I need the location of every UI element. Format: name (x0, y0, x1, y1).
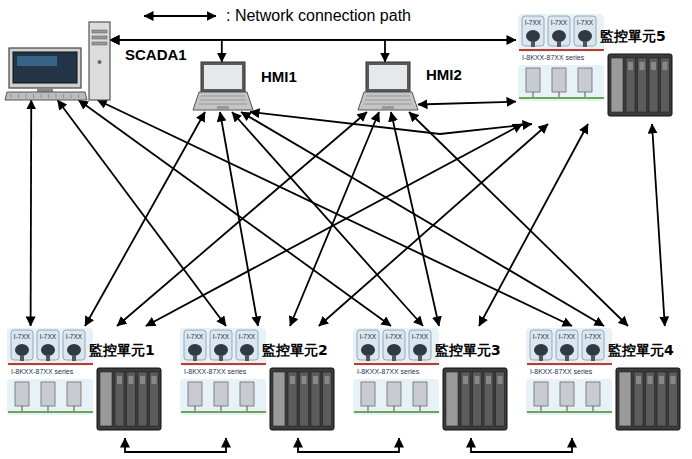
network-connection (232, 112, 423, 326)
network-connection (479, 124, 588, 326)
network-connection (117, 112, 367, 326)
module-label: I-7XX (582, 333, 604, 341)
module-label: I-7XX (236, 333, 258, 341)
network-connection (110, 39, 516, 41)
series-label: I-8KXX-87XX series (184, 368, 246, 376)
module-label: I-7XX (522, 19, 544, 27)
network-connection (220, 112, 258, 326)
scada-station: SCADA1 (5, 22, 110, 100)
node-label: HMI1 (261, 68, 297, 86)
node-label: 監控單元2 (262, 342, 328, 359)
network-connection (319, 124, 548, 326)
module-label: I-7XX (530, 333, 552, 341)
laptop-icon (358, 62, 418, 112)
node-label: 監控單元3 (435, 342, 501, 359)
computer-icon (5, 22, 110, 100)
monitoring-unit: 監控單元1 I-7XX I-7XX I-7XX I-8KXX-87XX series (5, 326, 165, 438)
module-label: I-7XX (357, 333, 379, 341)
node-label: SCADA1 (125, 46, 187, 64)
module-label: I-7XX (11, 333, 33, 341)
network-connection (58, 100, 227, 326)
module-label: I-7XX (383, 333, 405, 341)
module-label: I-7XX (184, 333, 206, 341)
network-connection (146, 124, 523, 326)
network-connection (471, 438, 572, 452)
node-label: 監控單元1 (89, 342, 155, 359)
network-connection (298, 438, 399, 452)
monitoring-unit: 監控單元3 I-7XX I-7XX I-7XX I-8KXX-87XX series (351, 326, 511, 438)
module-label: I-7XX (548, 19, 570, 27)
series-label: I-8KXX-87XX series (11, 368, 73, 376)
network-connection (30, 100, 32, 326)
network-connection (125, 438, 226, 452)
network-connection (79, 100, 392, 326)
network-connection (290, 112, 379, 326)
series-label: I-8KXX-87XX series (522, 54, 584, 62)
network-connection (409, 112, 628, 326)
hmi-station: HMI2 (358, 62, 418, 112)
monitoring-unit: 監控單元2 I-7XX I-7XX I-7XX I-8KXX-87XX series (178, 326, 338, 438)
hmi-station: HMI1 (193, 62, 253, 112)
series-label: I-8KXX-87XX series (530, 368, 592, 376)
laptop-icon (193, 62, 253, 112)
legend-entry: : Network connection path (140, 6, 411, 26)
network-connection (652, 124, 665, 326)
network-connection (391, 112, 439, 326)
monitoring-unit: 監控單元5 I-7XX I-7XX I-7XX I-8KXX-87XX series (516, 12, 676, 124)
node-label: HMI2 (426, 66, 462, 84)
module-label: I-7XX (63, 333, 85, 341)
series-label: I-8KXX-87XX series (357, 368, 419, 376)
module-label: I-7XX (409, 333, 431, 341)
node-label: 監控單元5 (600, 28, 666, 45)
network-connection (418, 102, 516, 105)
legend-text: : Network connection path (226, 7, 411, 25)
node-label: 監控單元4 (608, 342, 674, 359)
module-label: I-7XX (210, 333, 232, 341)
module-label: I-7XX (574, 19, 596, 27)
module-label: I-7XX (556, 333, 578, 341)
network-connection (241, 112, 604, 326)
network-connection (85, 112, 205, 326)
module-label: I-7XX (37, 333, 59, 341)
legend-arrow-sample (140, 6, 220, 26)
network-connection (97, 100, 572, 326)
monitoring-unit: 監控單元4 I-7XX I-7XX I-7XX I-8KXX-87XX series (524, 326, 684, 438)
